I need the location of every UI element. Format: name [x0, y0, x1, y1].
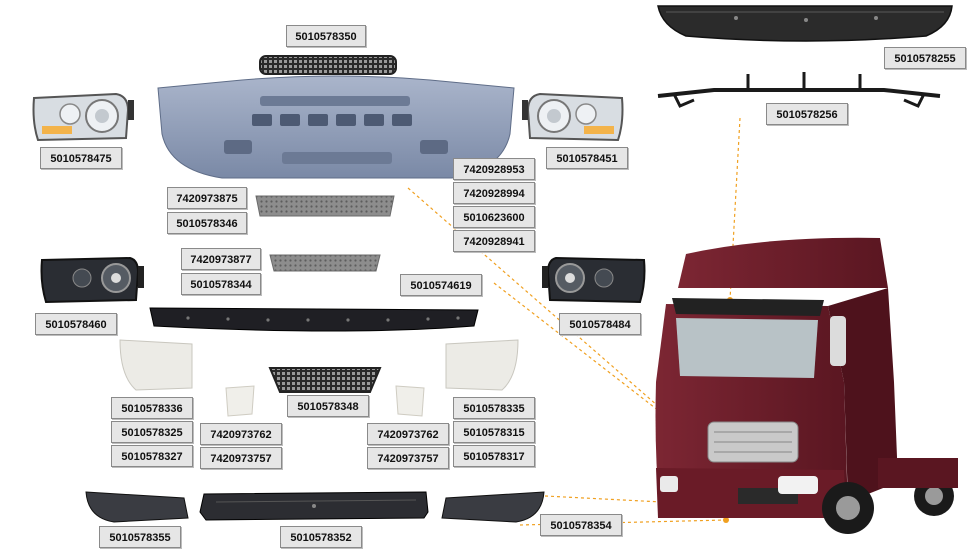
visor-bracket — [657, 72, 941, 108]
label-headlamp-left-black: 5010578460 — [35, 313, 117, 335]
label-corner-left-1: 5010578336 — [111, 397, 193, 419]
label-corner-right-2: 5010578315 — [453, 421, 535, 443]
headlamp-left-black — [40, 256, 144, 304]
grille-insert-b — [269, 254, 381, 272]
label-bumper-group-2: 7420928994 — [453, 182, 535, 204]
label-corner-right-1: 5010578335 — [453, 397, 535, 419]
label-corner-left-2: 5010578325 — [111, 421, 193, 443]
foglamp-cover-left — [225, 385, 255, 417]
label-bumper-group-1: 7420928953 — [453, 158, 535, 180]
label-foglamp-left-1: 7420973762 — [200, 423, 282, 445]
label-foglamp-right-1: 7420973762 — [367, 423, 449, 445]
corner-cover-right — [445, 339, 519, 391]
headlamp-right-chrome — [522, 92, 624, 142]
label-bumper-group-3: 5010623600 — [453, 206, 535, 228]
label-grille-insert-a-2: 5010578346 — [167, 212, 247, 234]
top-mesh-grille — [259, 55, 397, 75]
label-grille-top: 5010578350 — [286, 25, 366, 47]
label-bumper-group-4: 7420928941 — [453, 230, 535, 252]
lower-trim-bar — [149, 307, 479, 332]
headlamp-left-chrome — [32, 92, 134, 142]
spoiler-right — [441, 491, 545, 523]
foglamp-cover-right — [395, 385, 425, 417]
label-grille-insert-a-1: 7420973875 — [167, 187, 247, 209]
label-headlamp-right-black: 5010578484 — [559, 313, 641, 335]
label-headlamp-right-top: 5010578451 — [546, 147, 628, 169]
label-spoiler-center: 5010578352 — [280, 526, 362, 548]
label-corner-right-3: 5010578317 — [453, 445, 535, 467]
headlamp-right-black — [542, 256, 646, 304]
label-headlamp-left-top: 5010578475 — [40, 147, 122, 169]
corner-cover-left — [119, 339, 193, 391]
label-grille-insert-b-2: 5010578344 — [181, 273, 261, 295]
spoiler-center — [199, 491, 429, 521]
label-lower-trim-bar: 5010574619 — [400, 274, 482, 296]
truck-image — [655, 237, 958, 534]
label-grille-insert-b-1: 7420973877 — [181, 248, 261, 270]
label-corner-left-3: 5010578327 — [111, 445, 193, 467]
lower-mesh-grille — [268, 367, 382, 393]
spoiler-left — [85, 491, 189, 523]
sun-visor — [657, 5, 953, 42]
grille-insert-a — [255, 195, 395, 217]
label-spoiler-right: 5010578354 — [540, 514, 622, 536]
label-lower-grille: 5010578348 — [287, 395, 369, 417]
label-spoiler-left: 5010578355 — [99, 526, 181, 548]
label-foglamp-left-2: 7420973757 — [200, 447, 282, 469]
label-foglamp-right-2: 7420973757 — [367, 447, 449, 469]
front-bumper-main — [157, 75, 515, 179]
label-visor-bracket: 5010578256 — [766, 103, 848, 125]
label-sun-visor: 5010578255 — [884, 47, 966, 69]
